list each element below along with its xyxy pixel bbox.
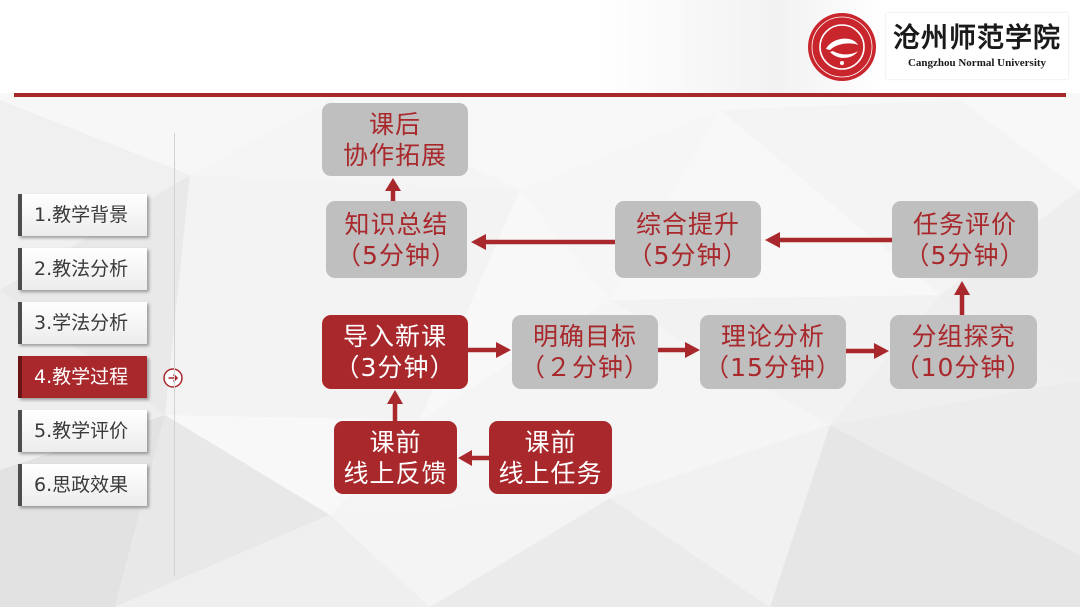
university-name-chinese: 沧州师范学院 (893, 23, 1061, 53)
arrow-summary-to-after-class (385, 178, 401, 201)
arrow-right-circle-icon (162, 367, 184, 389)
arrow-objectives-to-theory (658, 342, 700, 358)
node-label-line-1: 课前 (524, 427, 577, 457)
node-pre-class-online-feedback: 课前 线上反馈 (334, 421, 457, 494)
sidebar-item-label: 1.教学背景 (34, 204, 129, 226)
sidebar-item-label: 3.学法分析 (34, 312, 129, 334)
node-label-line-2: 线上反馈 (343, 458, 448, 488)
node-lesson-introduction: 导入新课 （3分钟） (322, 315, 468, 389)
arrow-online-task-to-feedback (458, 450, 489, 466)
node-duration: （２分钟） (519, 353, 650, 382)
node-duration: （15分钟） (704, 353, 842, 382)
node-duration: （5分钟） (904, 240, 1026, 270)
arrow-improvement-to-summary (471, 234, 615, 250)
node-duration: （5分钟） (336, 240, 457, 270)
node-label-line-2: 线上任务 (498, 458, 603, 488)
node-after-class-extension: 课后 协作拓展 (322, 103, 468, 176)
node-label-line-1: 导入新课 (342, 322, 447, 351)
node-label-line-1: 知识总结 (344, 209, 449, 239)
sidebar-item-label: 4.教学过程 (34, 366, 129, 388)
node-label-line-1: 明确目标 (532, 322, 637, 351)
bg-facet (430, 498, 770, 607)
node-clarify-objectives: 明确目标 （２分钟） (512, 315, 658, 389)
bg-facet (770, 425, 1080, 607)
arrow-group-inquiry-to-evaluation (954, 281, 970, 315)
node-group-inquiry: 分组探究 （10分钟） (890, 315, 1037, 389)
arrow-feedback-to-introduction (387, 390, 403, 421)
sidebar-item-label: 6.思政效果 (34, 474, 129, 496)
node-label-line-1: 分组探究 (911, 322, 1016, 351)
node-label-line-1: 综合提升 (635, 209, 740, 239)
node-task-evaluation: 任务评价 （5分钟） (892, 201, 1038, 278)
node-duration: （3分钟） (334, 353, 456, 382)
bg-facet (0, 415, 165, 607)
sidebar-item-teaching-process[interactable]: 4.教学过程 (18, 356, 147, 398)
sidebar-item-teaching-evaluation[interactable]: 5.教学评价 (18, 410, 147, 452)
university-emblem-icon (807, 12, 877, 82)
sidebar-item-label: 5.教学评价 (34, 420, 129, 442)
university-name-english: Cangzhou Normal University (907, 57, 1047, 69)
node-theory-analysis: 理论分析 （15分钟） (700, 315, 846, 389)
university-name-plate: 沧州师范学院 Cangzhou Normal University (886, 13, 1068, 79)
bg-facet (115, 415, 330, 607)
node-knowledge-summary: 知识总结 （5分钟） (326, 201, 467, 278)
sidebar-item-teaching-background[interactable]: 1.教学背景 (18, 194, 147, 236)
bg-facet (940, 190, 1080, 380)
sidebar-item-teaching-method-analysis[interactable]: 2.教法分析 (18, 248, 147, 290)
bg-facet (115, 515, 430, 607)
bg-facet (830, 380, 1080, 555)
bg-facet (330, 498, 610, 607)
node-duration: （10分钟） (894, 353, 1033, 382)
node-label-line-1: 课后 (368, 109, 421, 139)
arrow-theory-to-group-inquiry (846, 343, 889, 359)
header-divider (14, 93, 1066, 97)
node-pre-class-online-task: 课前 线上任务 (489, 421, 612, 494)
arrow-evaluation-to-improvement (765, 232, 892, 248)
node-label-line-1: 理论分析 (720, 322, 825, 351)
node-label-line-2: 协作拓展 (342, 140, 447, 170)
node-comprehensive-improvement: 综合提升 （5分钟） (615, 201, 761, 278)
bg-facet (610, 425, 830, 607)
sidebar-item-label: 2.教法分析 (34, 258, 129, 280)
arrow-introduction-to-objectives (468, 342, 511, 358)
node-label-line-1: 课前 (369, 427, 422, 457)
sidebar-divider (174, 133, 175, 576)
node-duration: （5分钟） (627, 240, 749, 270)
node-label-line-1: 任务评价 (912, 209, 1017, 239)
university-emblem-graphic (808, 13, 876, 81)
arrow-right-circle-graphic (163, 368, 183, 388)
sidebar-item-ideological-effect[interactable]: 6.思政效果 (18, 464, 147, 506)
bg-facet (0, 100, 330, 175)
sidebar-item-learning-method-analysis[interactable]: 3.学法分析 (18, 302, 147, 344)
